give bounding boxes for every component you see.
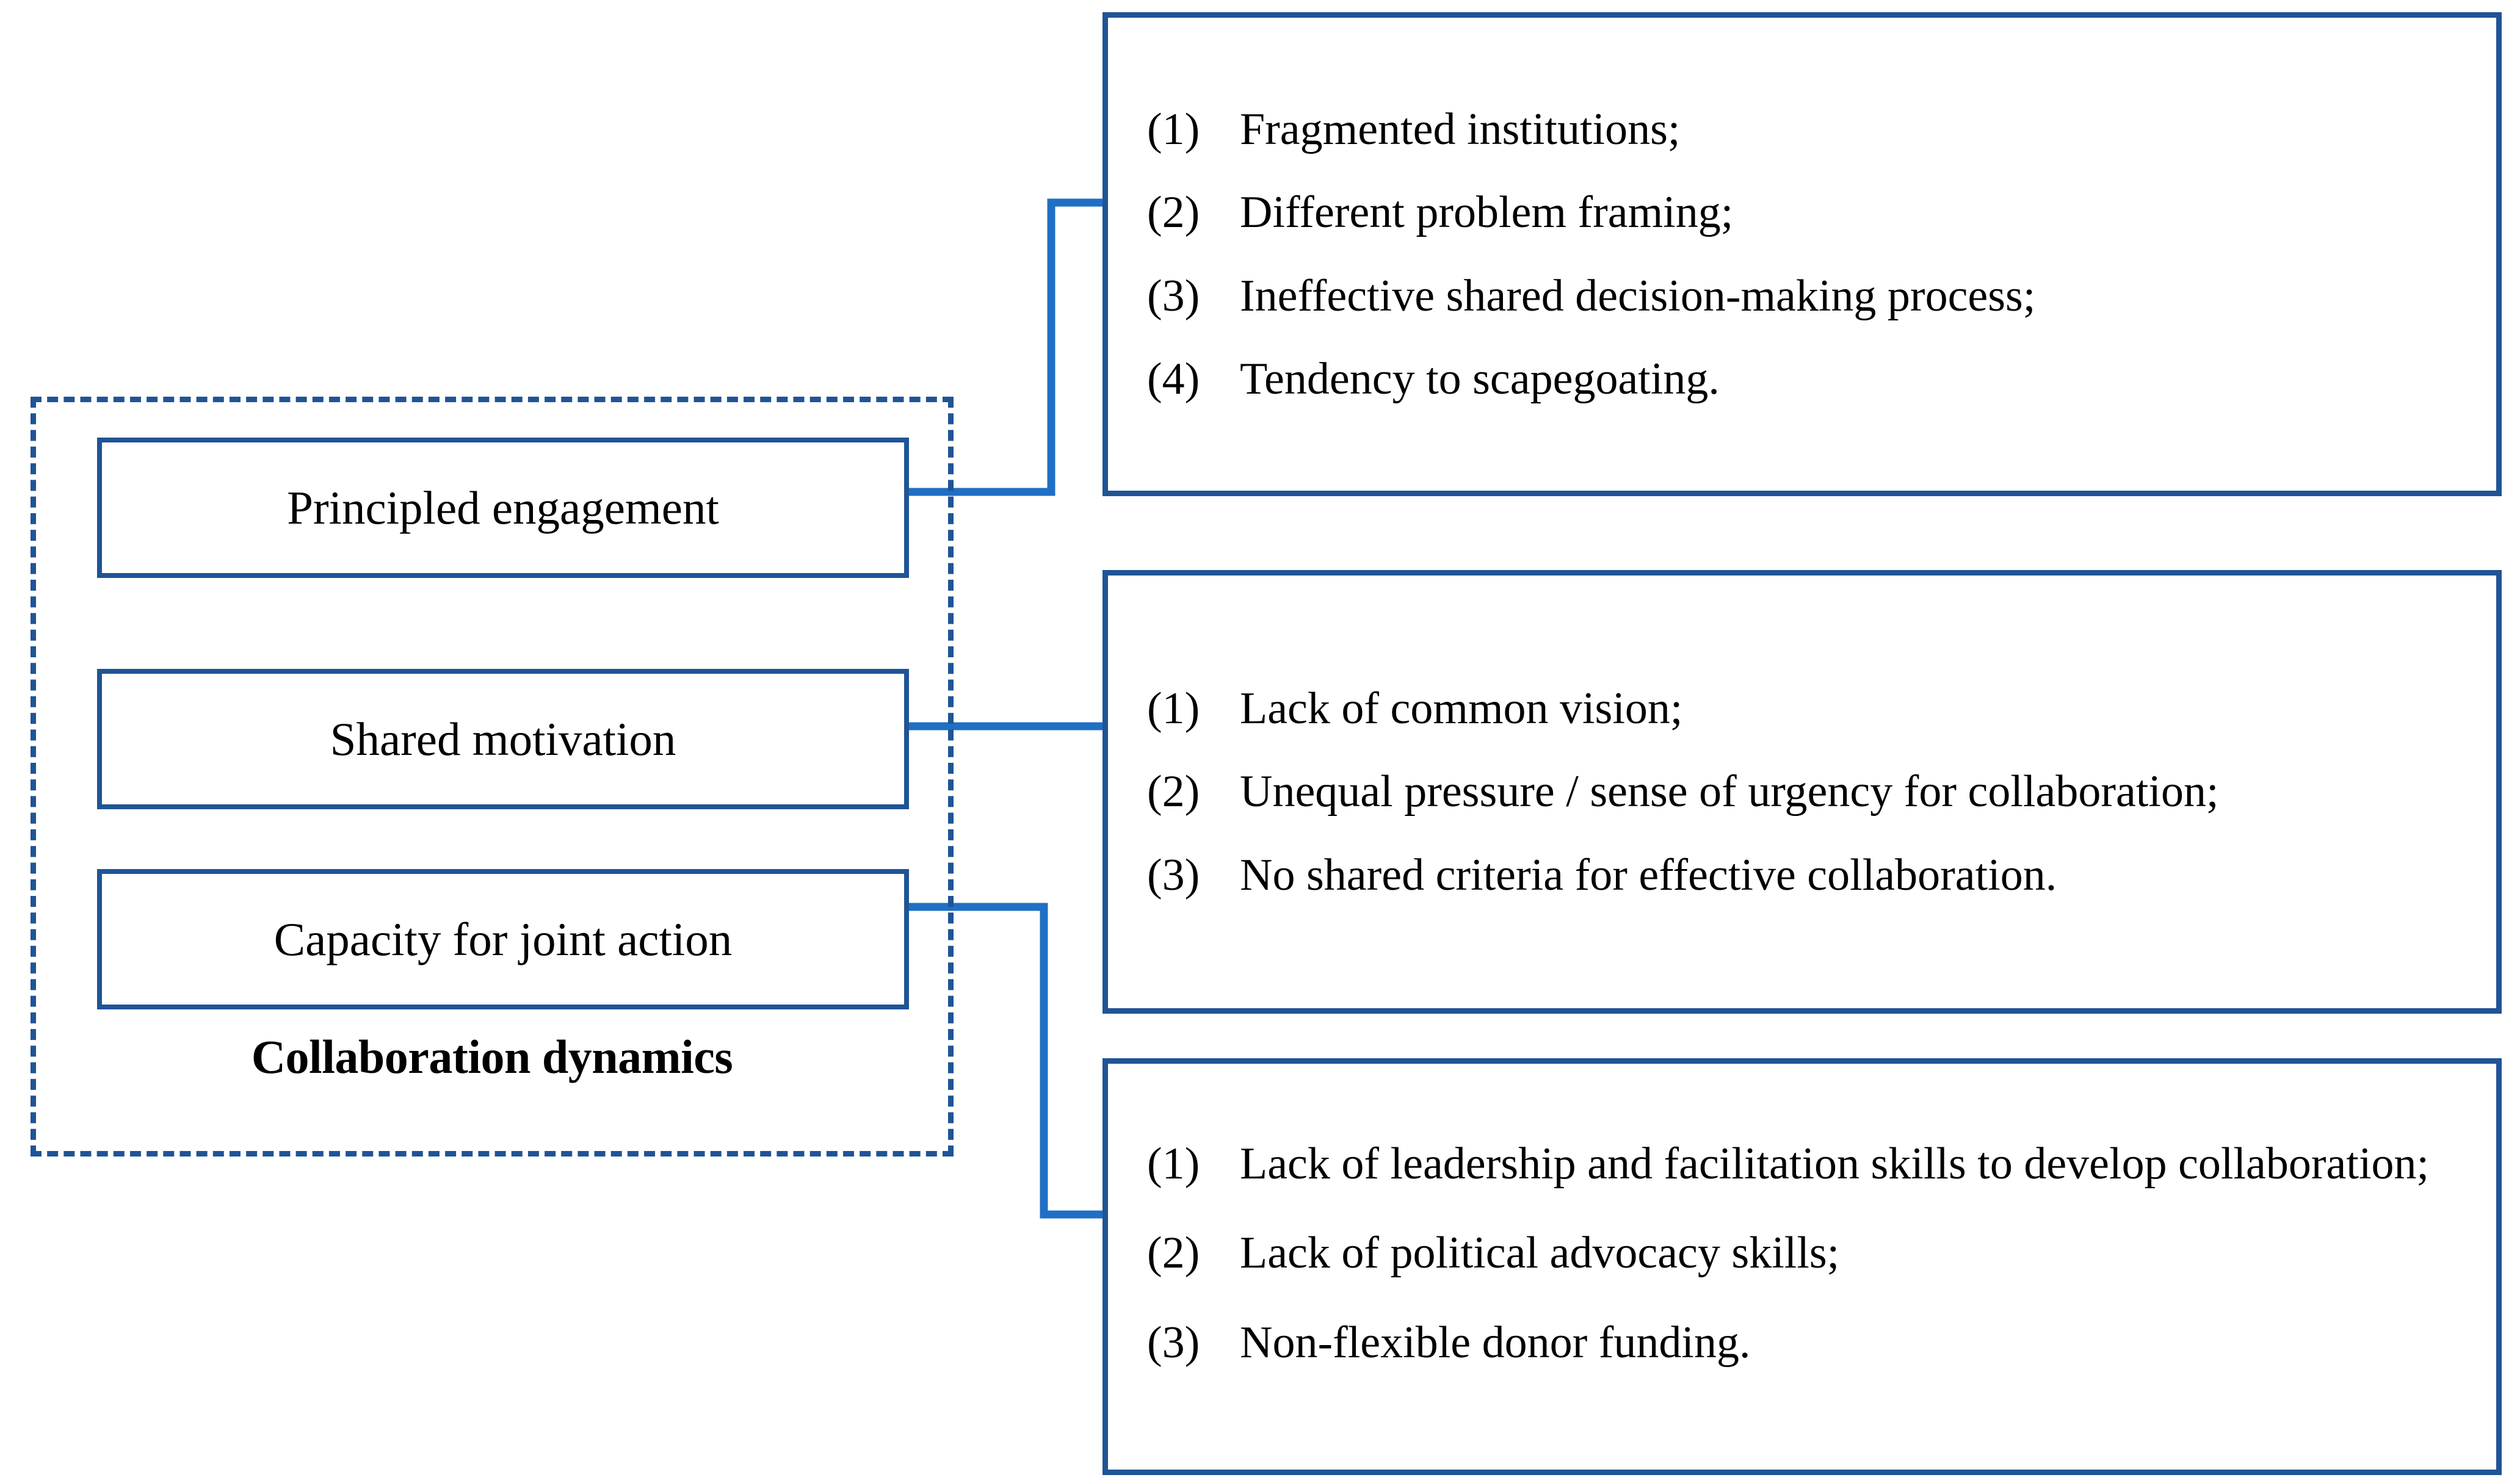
barriers-box-shared-motivation: (1) Lack of common vision; (2) Unequal p… [1102, 570, 2502, 1014]
dynamics-box-label: Capacity for joint action [273, 912, 733, 965]
list-item: (1) Fragmented institutions; [1147, 98, 2457, 161]
list-item-marker: (2) [1147, 187, 1200, 238]
list-item: (1) Lack of leadership and facilitation … [1147, 1133, 2457, 1195]
list-item-text: Different problem framing; [1240, 187, 1734, 238]
list-item-text: Lack of leadership and facilitation skil… [1240, 1139, 2430, 1189]
group-caption: Collaboration dynamics [251, 1030, 733, 1083]
list-item-text: Unequal pressure / sense of urgency for … [1240, 767, 2219, 817]
barriers-list: (1) Lack of leadership and facilitation … [1108, 1133, 2496, 1400]
list-item-marker: (1) [1147, 1139, 1200, 1189]
list-item-text: Lack of political advocacy skills; [1240, 1228, 1840, 1279]
list-item: (1) Lack of common vision; [1147, 677, 2457, 740]
list-item-marker: (1) [1147, 684, 1200, 734]
list-item-marker: (2) [1147, 1228, 1200, 1279]
list-item: (3) No shared criteria for effective col… [1147, 844, 2457, 906]
list-item: (3) Non-flexible donor funding. [1147, 1312, 2457, 1374]
list-item-text: Ineffective shared decision-making proce… [1240, 270, 2036, 321]
list-item: (2) Unequal pressure / sense of urgency … [1147, 760, 2457, 823]
dynamics-box-capacity-joint-action[interactable]: Capacity for joint action [97, 869, 909, 1009]
list-item-marker: (3) [1147, 270, 1200, 321]
list-item: (4) Tendency to scapegoating. [1147, 348, 2457, 410]
list-item-text: No shared criteria for effective collabo… [1240, 850, 2057, 900]
list-item-marker: (2) [1147, 767, 1200, 817]
barriers-box-capacity-joint-action: (1) Lack of leadership and facilitation … [1102, 1058, 2502, 1475]
dynamics-box-label: Shared motivation [330, 712, 676, 765]
dynamics-box-shared-motivation[interactable]: Shared motivation [97, 669, 909, 809]
list-item-marker: (4) [1147, 353, 1200, 404]
list-item: (2) Different problem framing; [1147, 181, 2457, 244]
list-item: (2) Lack of political advocacy skills; [1147, 1222, 2457, 1284]
collaboration-dynamics-group: Principled engagement Shared motivation … [31, 397, 954, 1156]
list-item: (3) Ineffective shared decision-making p… [1147, 265, 2457, 327]
list-item-marker: (1) [1147, 104, 1200, 155]
list-item-marker: (3) [1147, 1317, 1200, 1368]
list-item-text: Fragmented institutions; [1240, 104, 1681, 155]
dynamics-box-label: Principled engagement [287, 481, 719, 534]
list-item-text: Non-flexible donor funding. [1240, 1317, 1751, 1368]
list-item-text: Lack of common vision; [1240, 684, 1683, 734]
list-item-marker: (3) [1147, 850, 1200, 900]
dynamics-box-principled-engagement[interactable]: Principled engagement [97, 438, 909, 578]
barriers-list: (1) Fragmented institutions; (2) Differe… [1108, 98, 2496, 410]
list-item-text: Tendency to scapegoating. [1240, 353, 1720, 404]
barriers-list: (1) Lack of common vision; (2) Unequal p… [1108, 677, 2496, 906]
barriers-box-principled-engagement: (1) Fragmented institutions; (2) Differe… [1102, 12, 2502, 496]
